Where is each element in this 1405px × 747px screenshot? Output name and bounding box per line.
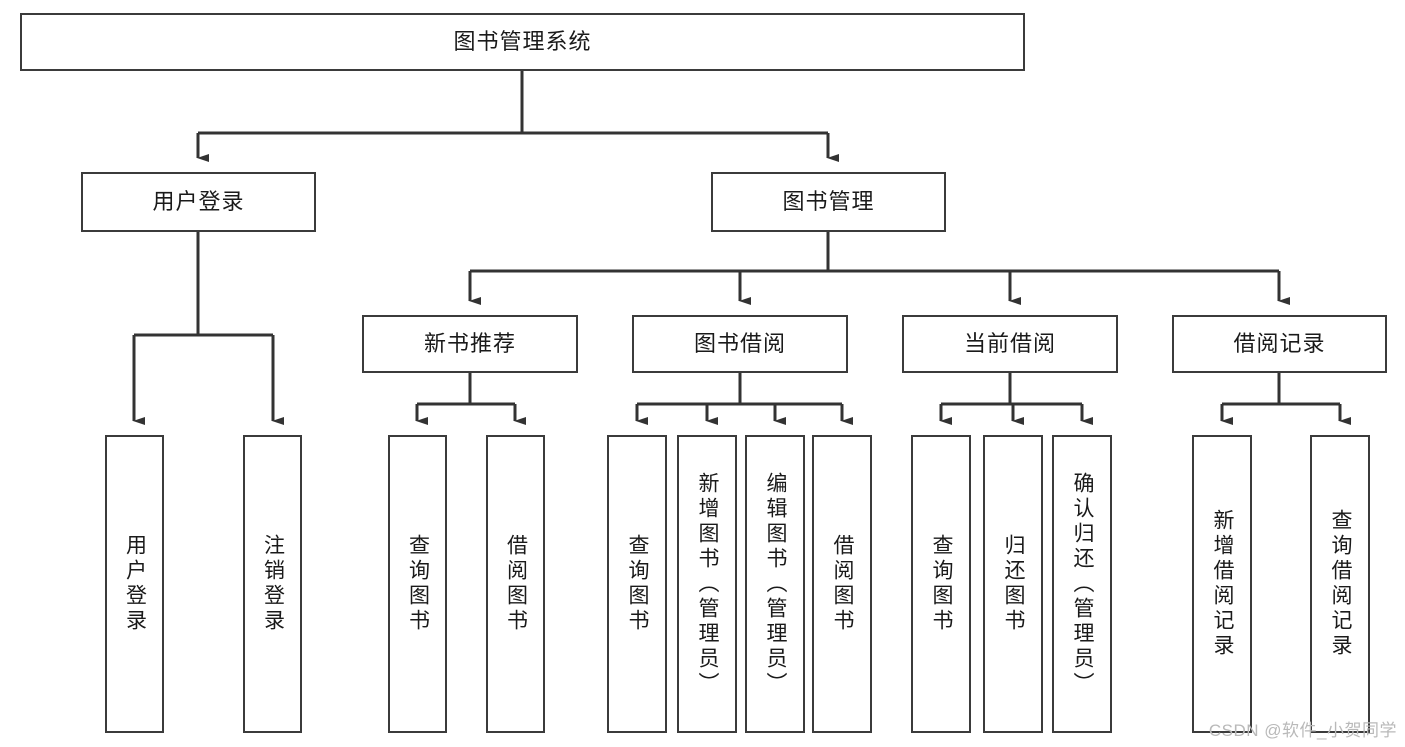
node-label: 借阅图书 — [504, 534, 528, 634]
node-book-manage[interactable]: 图书管理 — [711, 172, 946, 232]
node-borrow-record[interactable]: 借阅记录 — [1172, 315, 1387, 373]
node-label: 新增借阅记录 — [1211, 509, 1235, 659]
node-label: 当前借阅 — [963, 330, 1056, 356]
leaf-current-confirm-return-admin[interactable]: 确认归还（管理员） — [1052, 435, 1112, 733]
leaf-logout[interactable]: 注销登录 — [243, 435, 302, 733]
leaf-borrow-edit-book-admin[interactable]: 编辑图书（管理员） — [745, 435, 805, 733]
node-current-borrow[interactable]: 当前借阅 — [902, 315, 1118, 373]
node-label: 借阅图书 — [831, 534, 855, 634]
leaf-borrow-query-book[interactable]: 查询图书 — [607, 435, 667, 733]
node-label: 图书管理 — [782, 188, 875, 214]
leaf-recommend-query-book[interactable]: 查询图书 — [388, 435, 447, 733]
node-label: 确认归还（管理员） — [1071, 471, 1095, 697]
node-book-borrow[interactable]: 图书借阅 — [632, 315, 848, 373]
node-new-book-recommend[interactable]: 新书推荐 — [362, 315, 578, 373]
node-label: 查询借阅记录 — [1329, 509, 1353, 659]
leaf-borrow-borrow-book[interactable]: 借阅图书 — [812, 435, 872, 733]
node-label: 查询图书 — [406, 534, 430, 634]
leaf-user-login[interactable]: 用户登录 — [105, 435, 164, 733]
node-user-login[interactable]: 用户登录 — [81, 172, 316, 232]
csdn-watermark: CSDN @软件_小贺同学 — [1208, 721, 1397, 740]
leaf-current-return-book[interactable]: 归还图书 — [983, 435, 1043, 733]
node-label: 图书借阅 — [693, 330, 786, 356]
node-label: 用户登录 — [152, 188, 245, 214]
node-label: 注销登录 — [261, 534, 285, 634]
leaf-current-query-book[interactable]: 查询图书 — [911, 435, 971, 733]
node-label: 新增图书（管理员） — [696, 471, 720, 697]
leaf-borrow-add-book-admin[interactable]: 新增图书（管理员） — [677, 435, 737, 733]
leaf-record-add-borrow-record[interactable]: 新增借阅记录 — [1192, 435, 1252, 733]
node-label: 查询图书 — [626, 534, 650, 634]
node-label: 用户登录 — [123, 534, 147, 634]
node-label: 图书管理系统 — [453, 28, 592, 54]
node-label: 借阅记录 — [1233, 330, 1326, 356]
leaf-recommend-borrow-book[interactable]: 借阅图书 — [486, 435, 545, 733]
node-label: 新书推荐 — [423, 330, 516, 356]
node-label: 编辑图书（管理员） — [764, 471, 788, 697]
leaf-record-query-borrow-record[interactable]: 查询借阅记录 — [1310, 435, 1370, 733]
node-label: 归还图书 — [1002, 534, 1026, 634]
node-label: 查询图书 — [930, 534, 954, 634]
node-root[interactable]: 图书管理系统 — [20, 13, 1025, 71]
